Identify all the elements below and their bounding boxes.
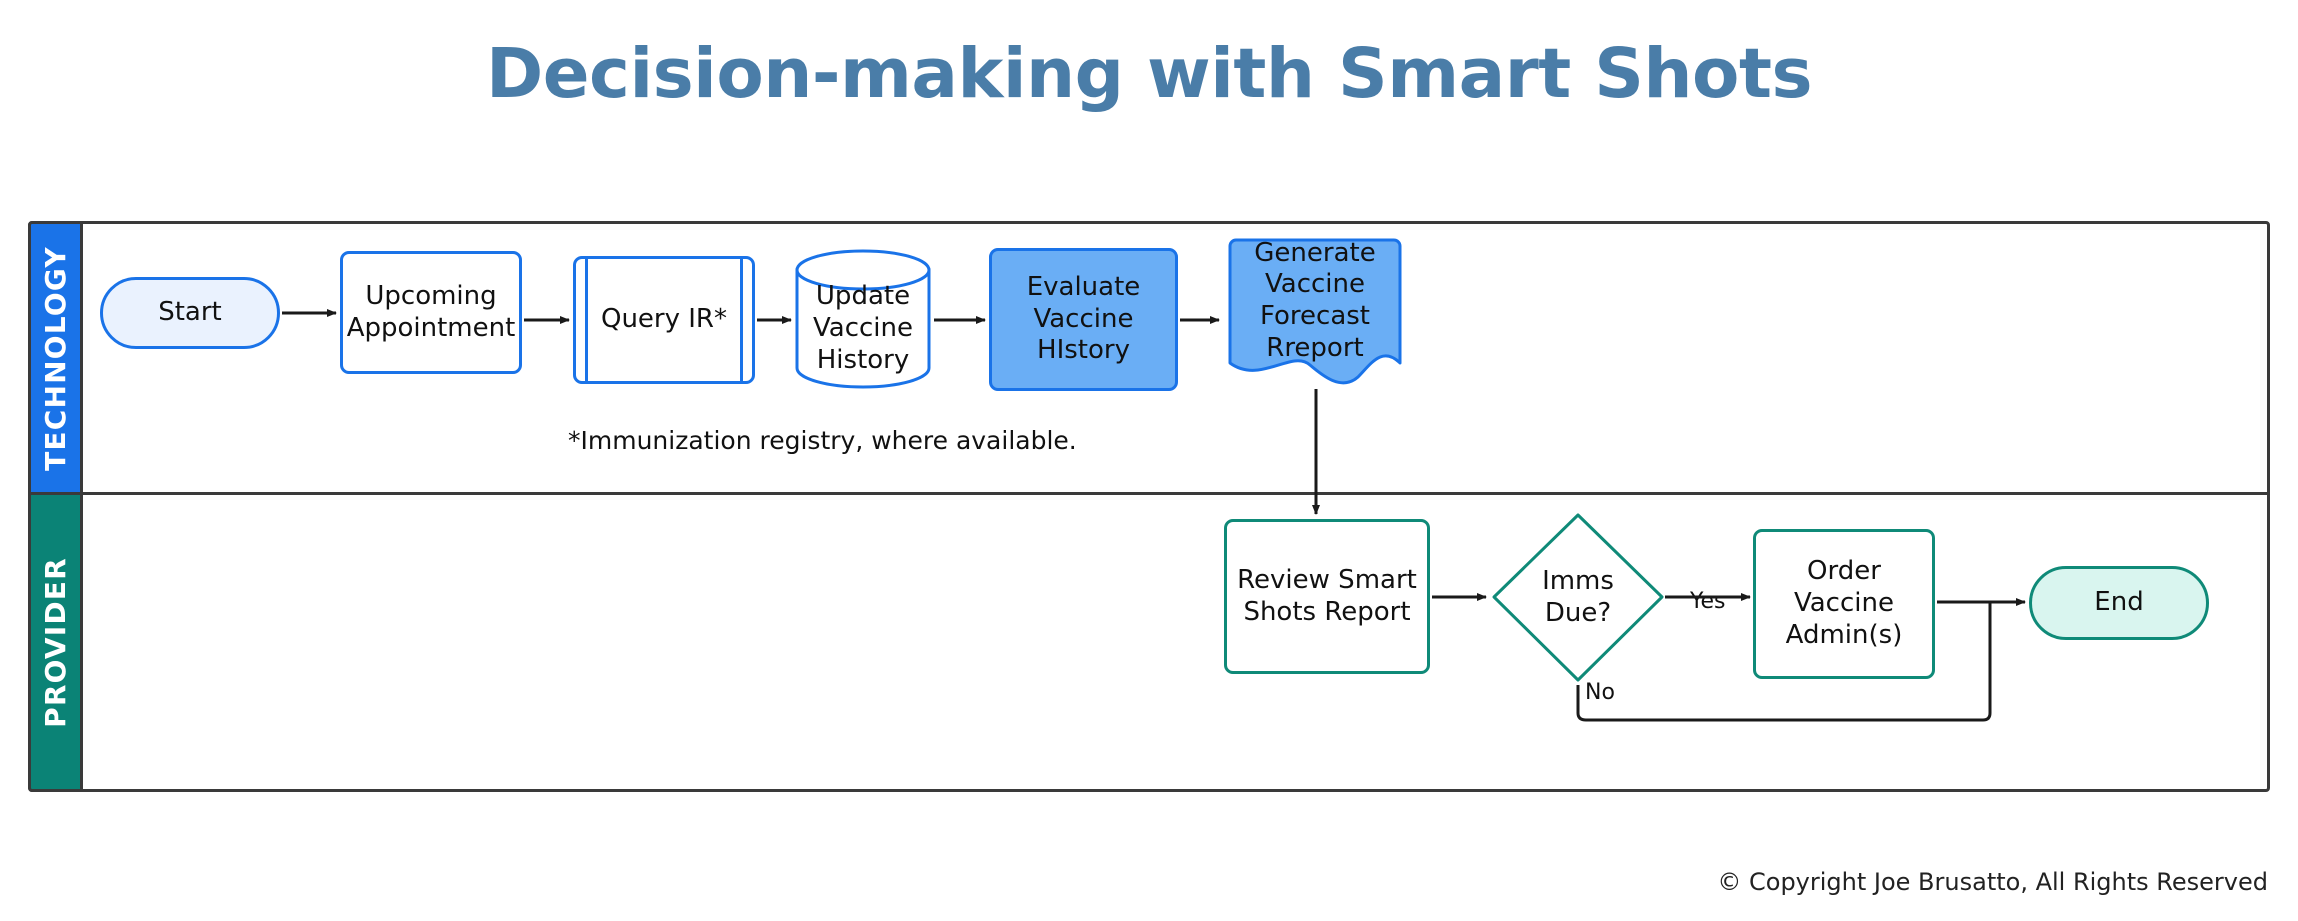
- page-title: Decision-making with Smart Shots: [485, 34, 1813, 114]
- node-end[interactable]: End: [2029, 566, 2209, 640]
- node-start-label: Start: [158, 297, 222, 328]
- edge-label-no: No: [1582, 680, 1618, 705]
- footnote-immunization-registry: *Immunization registry, where available.: [568, 426, 1077, 455]
- node-query-ir[interactable]: Query IR*: [573, 256, 755, 384]
- node-query-ir-label: Query IR*: [600, 304, 727, 335]
- swimlane-header-technology: TECHNOLOGY: [28, 221, 83, 495]
- swimlane-label-provider: PROVIDER: [39, 556, 73, 728]
- database-cylinder-icon: [795, 249, 931, 389]
- swimlane-header-provider: PROVIDER: [28, 492, 83, 792]
- swimlane-label-technology: TECHNOLOGY: [39, 245, 73, 471]
- copyright-notice: © Copyright Joe Brusatto, All Rights Res…: [1717, 868, 2268, 896]
- node-start[interactable]: Start: [100, 277, 280, 349]
- edge-label-yes: Yes: [1687, 589, 1729, 614]
- node-end-label: End: [2094, 587, 2144, 618]
- document-shape-icon: [1228, 238, 1402, 385]
- swimlane-divider: [28, 492, 2270, 495]
